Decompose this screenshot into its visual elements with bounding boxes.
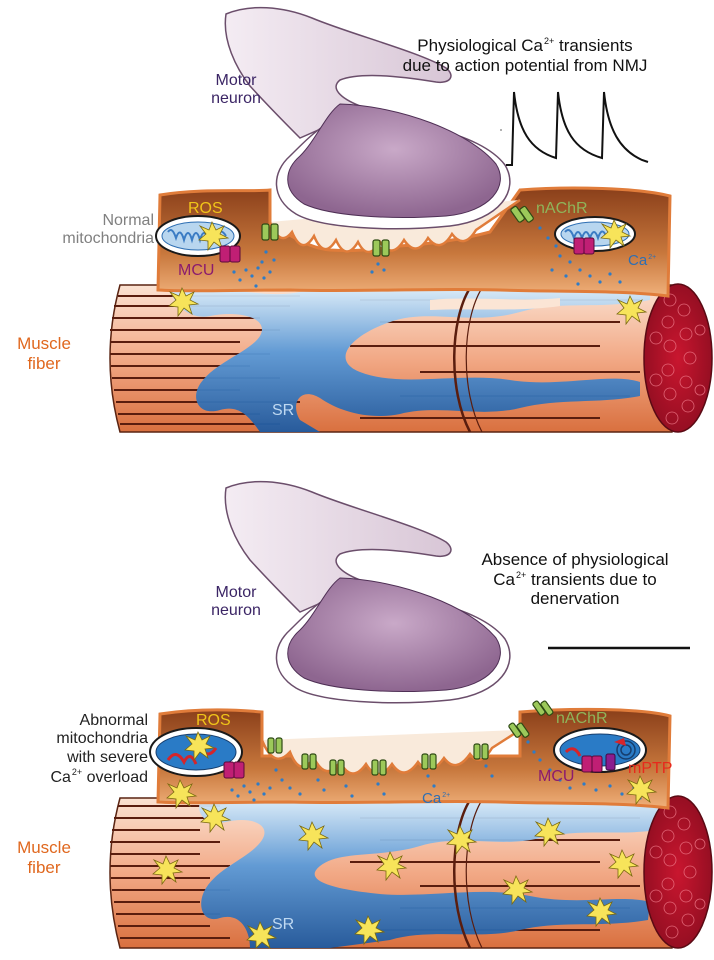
bottom-nachr-channels [267, 700, 554, 776]
bottom-absence-line3: denervation [530, 589, 620, 609]
bottom-nachr-label: nAChR [556, 710, 608, 727]
bottom-absence-line2: Ca2+ transients due to [493, 569, 657, 589]
top-normal-label-line1: Normal [102, 212, 154, 229]
bottom-motor-neuron [224, 480, 511, 704]
top-normal-mito-label: Normal mitochondria [2, 212, 154, 249]
top-sr-label: SR [272, 402, 295, 419]
top-motor-neuron-label: Motor neuron [196, 72, 276, 109]
top-mcu-channels [219, 237, 595, 263]
bottom-muscle-label-line1: Muscle [17, 838, 71, 857]
bottom-abnormal-line4: Ca2+ overload [50, 767, 148, 787]
bottom-calcium-dots [230, 740, 642, 802]
bottom-abnormal-mitochondrion-left [149, 727, 243, 777]
bottom-mptp-label: mPTP [628, 760, 673, 777]
top-normal-mitochondrion-left [155, 215, 241, 257]
bottom-absence-title: Absence of physiological Ca2+ transients… [440, 550, 710, 609]
top-normal-mitochondrion-right [554, 216, 636, 252]
top-ca-title-line2: due to action potential from NMJ [402, 55, 648, 75]
top-muscle-label-line2: fiber [27, 353, 61, 373]
top-muscle-label-line1: Muscle [17, 334, 71, 353]
bottom-absence-line1: Absence of physiological [481, 550, 669, 569]
bottom-muscle-fiber-label: Muscle fiber [8, 838, 80, 877]
bottom-motor-label-line1: Motor [215, 584, 257, 601]
top-ca-title-line1: Physiological Ca2+ transients [417, 36, 633, 55]
top-ros-stars [168, 287, 648, 326]
bottom-motor-label-line2: neuron [211, 602, 261, 620]
top-ca-label: Ca2+ [628, 252, 657, 269]
top-muscle-fiber [109, 283, 713, 433]
bottom-abnormal-line1: Abnormal [79, 712, 148, 729]
bottom-abnormal-mito-label: Abnormal mitochondria with severe Ca2+ o… [0, 712, 148, 788]
top-normal-label-line2: mitochondria [62, 230, 154, 248]
bottom-motor-neuron-label: Motor neuron [196, 584, 276, 621]
top-motor-label-line2: neuron [211, 90, 261, 108]
top-nachr-label: nAChR [536, 200, 588, 217]
top-muscle-fiber-label: Muscle fiber [8, 334, 80, 373]
bottom-abnormal-mitochondrion-right [553, 727, 647, 773]
bottom-ros-stars [152, 775, 658, 950]
top-mcu-label: MCU [178, 262, 215, 279]
bottom-ca-label: Ca2+ [422, 790, 451, 807]
bottom-muscle-label-line2: fiber [27, 857, 61, 877]
ca-transient-trace [500, 91, 649, 166]
bottom-abnormal-line2: mitochondria [56, 730, 148, 748]
bottom-mcu-label: MCU [538, 768, 575, 785]
top-motor-label-line1: Motor [215, 72, 257, 89]
top-nachr-channels [261, 205, 534, 257]
bottom-mcu-channels [223, 753, 616, 779]
top-panel [109, 6, 713, 433]
top-ca-transient-title: Physiological Ca2+ transients due to act… [360, 36, 690, 75]
bottom-sr-label: SR [272, 916, 295, 933]
top-motor-neuron [224, 6, 511, 230]
bottom-ros-label: ROS [196, 712, 231, 729]
bottom-panel [109, 480, 713, 950]
top-calcium-dots [232, 226, 622, 288]
top-ros-label: ROS [188, 200, 223, 217]
bottom-abnormal-line3: with severe [67, 748, 148, 766]
bottom-sarcoplasm [156, 707, 672, 810]
